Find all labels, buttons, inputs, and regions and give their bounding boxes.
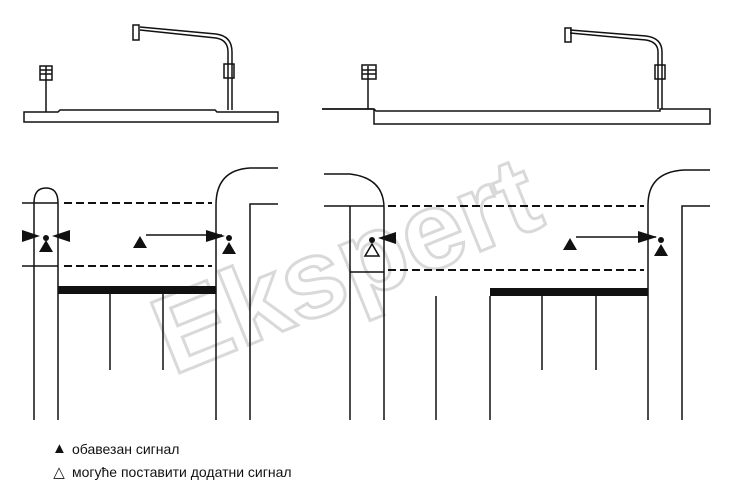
right-plan-signal-center: [563, 238, 577, 250]
right-elevation-road-profile: [322, 108, 711, 125]
left-short-pole-signal-head: [39, 65, 53, 81]
right-plan-right-curb: [647, 169, 710, 420]
filled-triangle-signal-icon: [39, 240, 53, 252]
filled-triangle-signal-icon: ▲: [52, 440, 67, 457]
left-plan-right-curb: [215, 167, 278, 420]
filled-triangle-signal-icon: [563, 238, 577, 250]
traffic-light-head-icon: [52, 230, 70, 242]
right-plan-signal-left-optional: [363, 232, 396, 257]
filled-triangle-signal-icon: [133, 236, 147, 248]
legend-item-optional: △ могуће поставити додатни сигнал: [52, 463, 292, 481]
legend-label-optional: могуће поставити додатни сигнал: [72, 464, 292, 480]
right-mast-pole-signal-head: [654, 64, 666, 80]
traffic-light-head-icon: [22, 230, 40, 242]
left-plan-signal-left: [22, 230, 70, 252]
outline-triangle-signal-icon: [363, 242, 381, 257]
right-short-pole-signal-head: [361, 64, 377, 80]
right-elevation-view: [322, 27, 711, 125]
right-plan-view: [324, 169, 710, 420]
legend-label-mandatory: обавезан сигнал: [72, 440, 180, 457]
traffic-light-head-icon: [638, 231, 657, 243]
right-mast-arm-pole: [569, 32, 659, 109]
right-plan-signal-right: [638, 231, 668, 256]
left-plan-signal-center: [133, 236, 147, 248]
left-plan-signal-right: [206, 230, 236, 254]
left-elevation-road-profile: [23, 109, 279, 123]
left-plan-view: [22, 167, 278, 420]
left-plan-stop-line: [58, 286, 216, 294]
left-plan-left-curb: [33, 187, 59, 420]
legend-item-mandatory: ▲ обавезан сигнал: [52, 440, 179, 457]
right-plan-left-curb: [324, 173, 385, 420]
traffic-light-head-icon: [206, 230, 225, 242]
traffic-light-head-icon: [378, 232, 396, 244]
right-mast-arm-signal-head: [564, 27, 572, 43]
left-mast-pole-signal-head: [223, 63, 235, 79]
right-plan-stop-line: [490, 288, 648, 296]
filled-triangle-signal-icon: [222, 242, 236, 254]
filled-triangle-signal-icon: [654, 244, 668, 256]
left-elevation-view: [23, 24, 279, 123]
outline-triangle-signal-icon: △: [53, 464, 65, 481]
left-mast-arm-signal-head: [132, 24, 140, 41]
left-mast-arm-pole: [139, 29, 229, 110]
